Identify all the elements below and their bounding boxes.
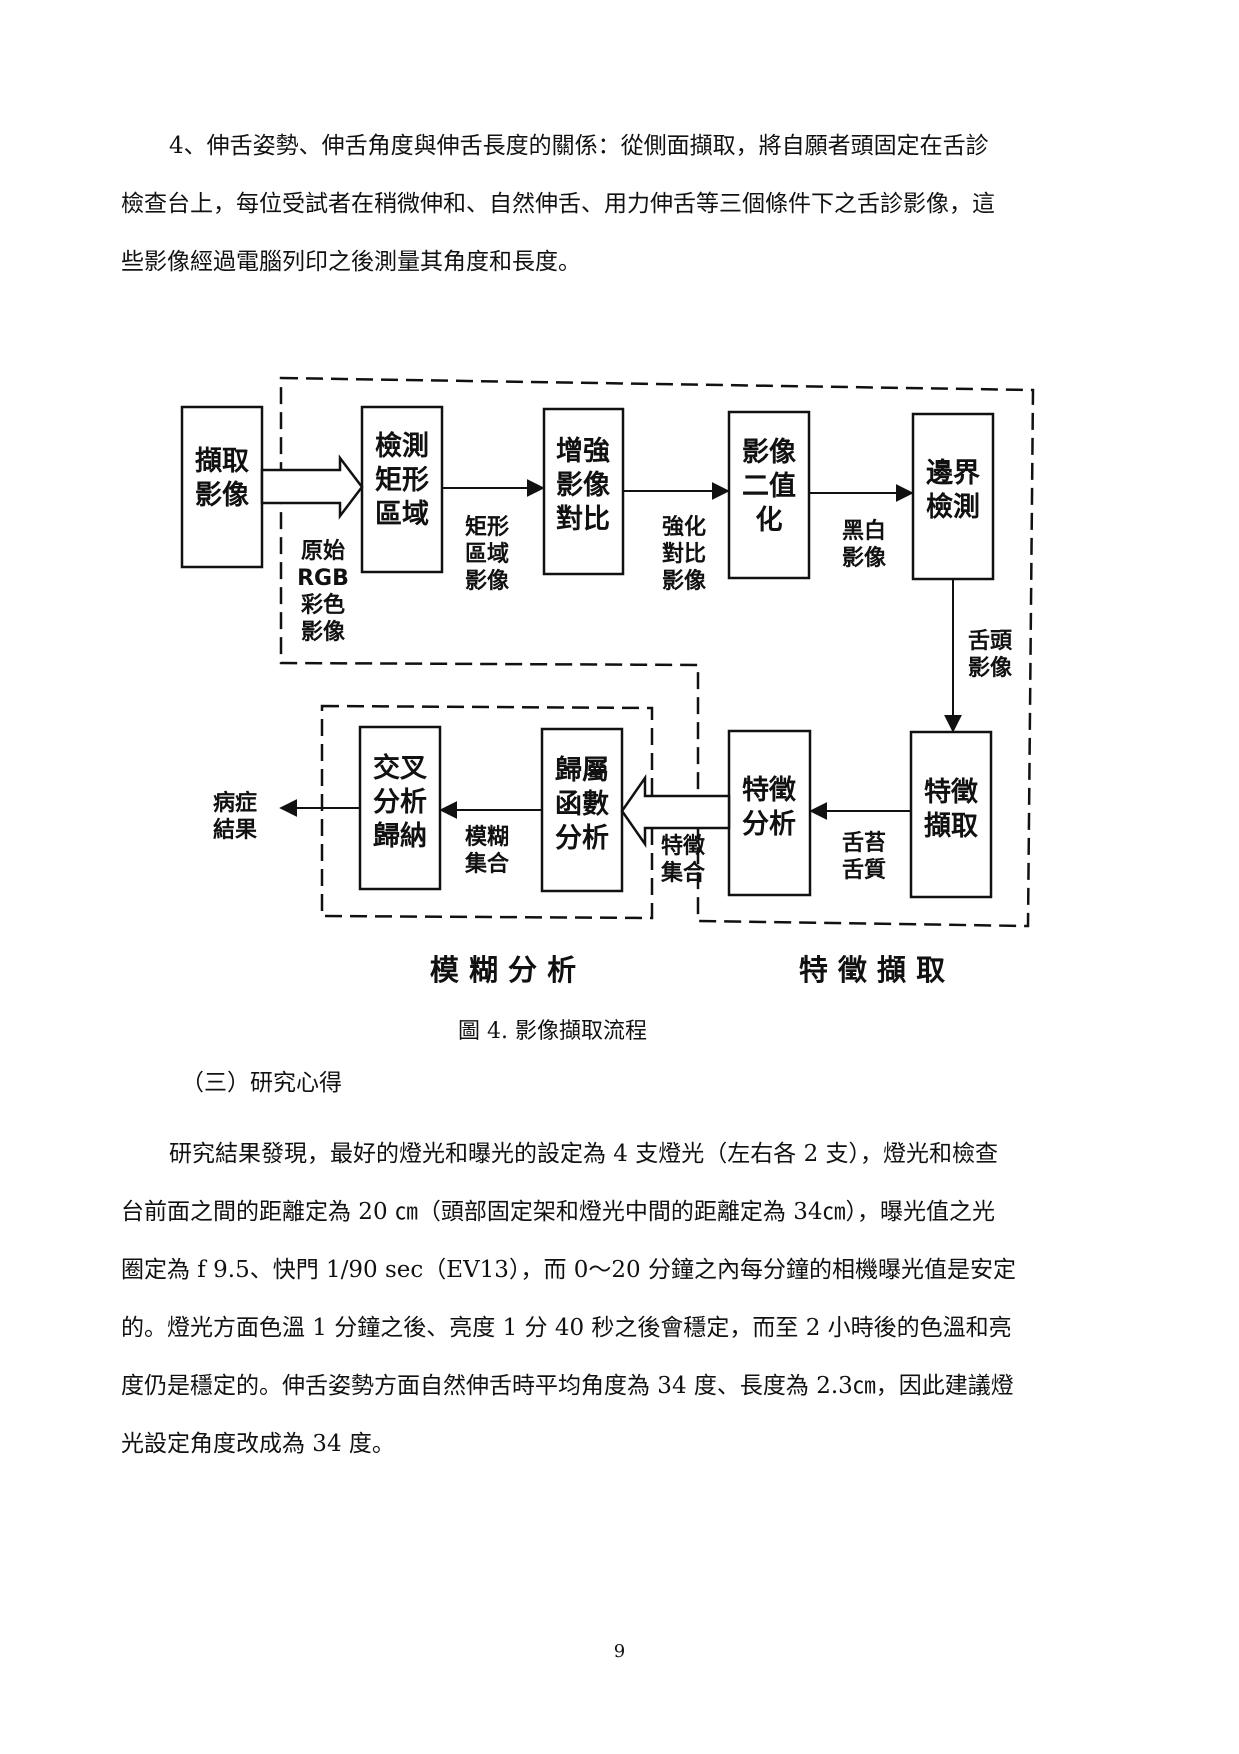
edge-box: [911, 412, 995, 581]
edge-box-text: 邊界檢測: [926, 457, 980, 523]
feature-extraction-group-outline: [279, 376, 1035, 928]
fuzzy-analysis-group-title: 模 糊 分 析: [430, 953, 576, 987]
findings-line: 研究結果發現，最好的燈光和曝光的設定為 4 支燈光（左右各 2 支），燈光和檢查: [169, 1141, 999, 1167]
capture-box-text: 擷取影像: [195, 445, 249, 511]
raw-image-hollow-arrow: [260, 454, 364, 520]
intro-line: 4、伸舌姿勢、伸舌角度與伸舌長度的關係：從側面擷取，將自願者頭固定在舌診: [169, 133, 989, 159]
detect-box: [360, 405, 444, 574]
findings-line: 的。燈光方面色溫 1 分鐘之後、亮度 1 分 40 秒之後會穩定，而至 2 小時…: [121, 1315, 1012, 1341]
rect-region-image-label: 矩形區域影像: [465, 514, 510, 594]
enhance-box: [542, 407, 625, 576]
fuzzy-analysis-group-outline: [320, 704, 654, 920]
findings-line: 光設定角度改成為 34 度。: [121, 1431, 395, 1457]
feature-extraction-group-title: 特 徵 擷 取: [799, 953, 945, 987]
feature-analysis-box: [727, 729, 812, 897]
feature-analysis-box-text: 特徵分析: [742, 775, 796, 840]
intro-line: 檢查台上，每位受試者在稍微伸和、自然伸舌、用力伸舌等三個條件下之舌診影像，這: [121, 191, 995, 217]
binarize-box-text: 影像二值化: [742, 437, 796, 536]
intro-line: 些影像經過電腦列印之後測量其角度和長度。: [121, 249, 581, 275]
binarize-box: [727, 410, 811, 580]
fuzzy-set-label: 模糊集合: [464, 824, 510, 877]
black-white-label: 黑白影像: [842, 518, 887, 571]
feature-extract-box: [909, 730, 993, 899]
detect-box-text: 檢測矩形區域: [375, 430, 429, 530]
cross-box: [358, 725, 442, 891]
feature-set-hollow-arrow: [620, 774, 731, 848]
section-heading: （三）研究心得: [181, 1070, 342, 1096]
disease-result-label: 病症結果: [213, 790, 257, 843]
enhance-box-text: 增強影像對比: [556, 435, 610, 535]
flow-diagram: 擷取影像 檢測矩形區域 增強影像對比 影像二值化 邊界檢測 特徵擷取 特徵分析 …: [180, 376, 1035, 987]
membership-box-text: 歸屬函數分析: [555, 754, 609, 854]
findings-line: 度仍是穩定的。伸舌姿勢方面自然伸舌時平均角度為 34 度、長度為 2.3㎝，因此…: [121, 1373, 1014, 1399]
coat-quality-label: 舌苔舌質: [842, 831, 886, 883]
intro-paragraph: 4、伸舌姿勢、伸舌角度與伸舌長度的關係：從側面擷取，將自願者頭固定在舌診 檢查台…: [121, 117, 1121, 291]
membership-box: [540, 727, 624, 893]
figure-caption: 圖 4. 影像擷取流程: [458, 1019, 647, 1044]
findings-paragraph: 研究結果發現，最好的燈光和曝光的設定為 4 支燈光（左右各 2 支），燈光和檢查…: [121, 1125, 1121, 1473]
findings-line: 圈定為 f 9.5、快門 1/90 sec（EV13），而 0～20 分鐘之內每…: [121, 1257, 1016, 1283]
page-number: 9: [613, 1641, 626, 1662]
feature-extract-box-text: 特徵擷取: [924, 777, 978, 842]
enhanced-contrast-label: 強化對比影像: [662, 514, 707, 594]
findings-line: 台前面之間的距離定為 20 ㎝（頭部固定架和燈光中間的距離定為 34㎝），曝光值…: [121, 1199, 995, 1225]
tongue-image-label: 舌頭影像: [968, 629, 1013, 681]
cross-box-text: 交叉分析歸納: [373, 752, 427, 852]
feature-set-label: 特徵集合: [660, 833, 706, 886]
